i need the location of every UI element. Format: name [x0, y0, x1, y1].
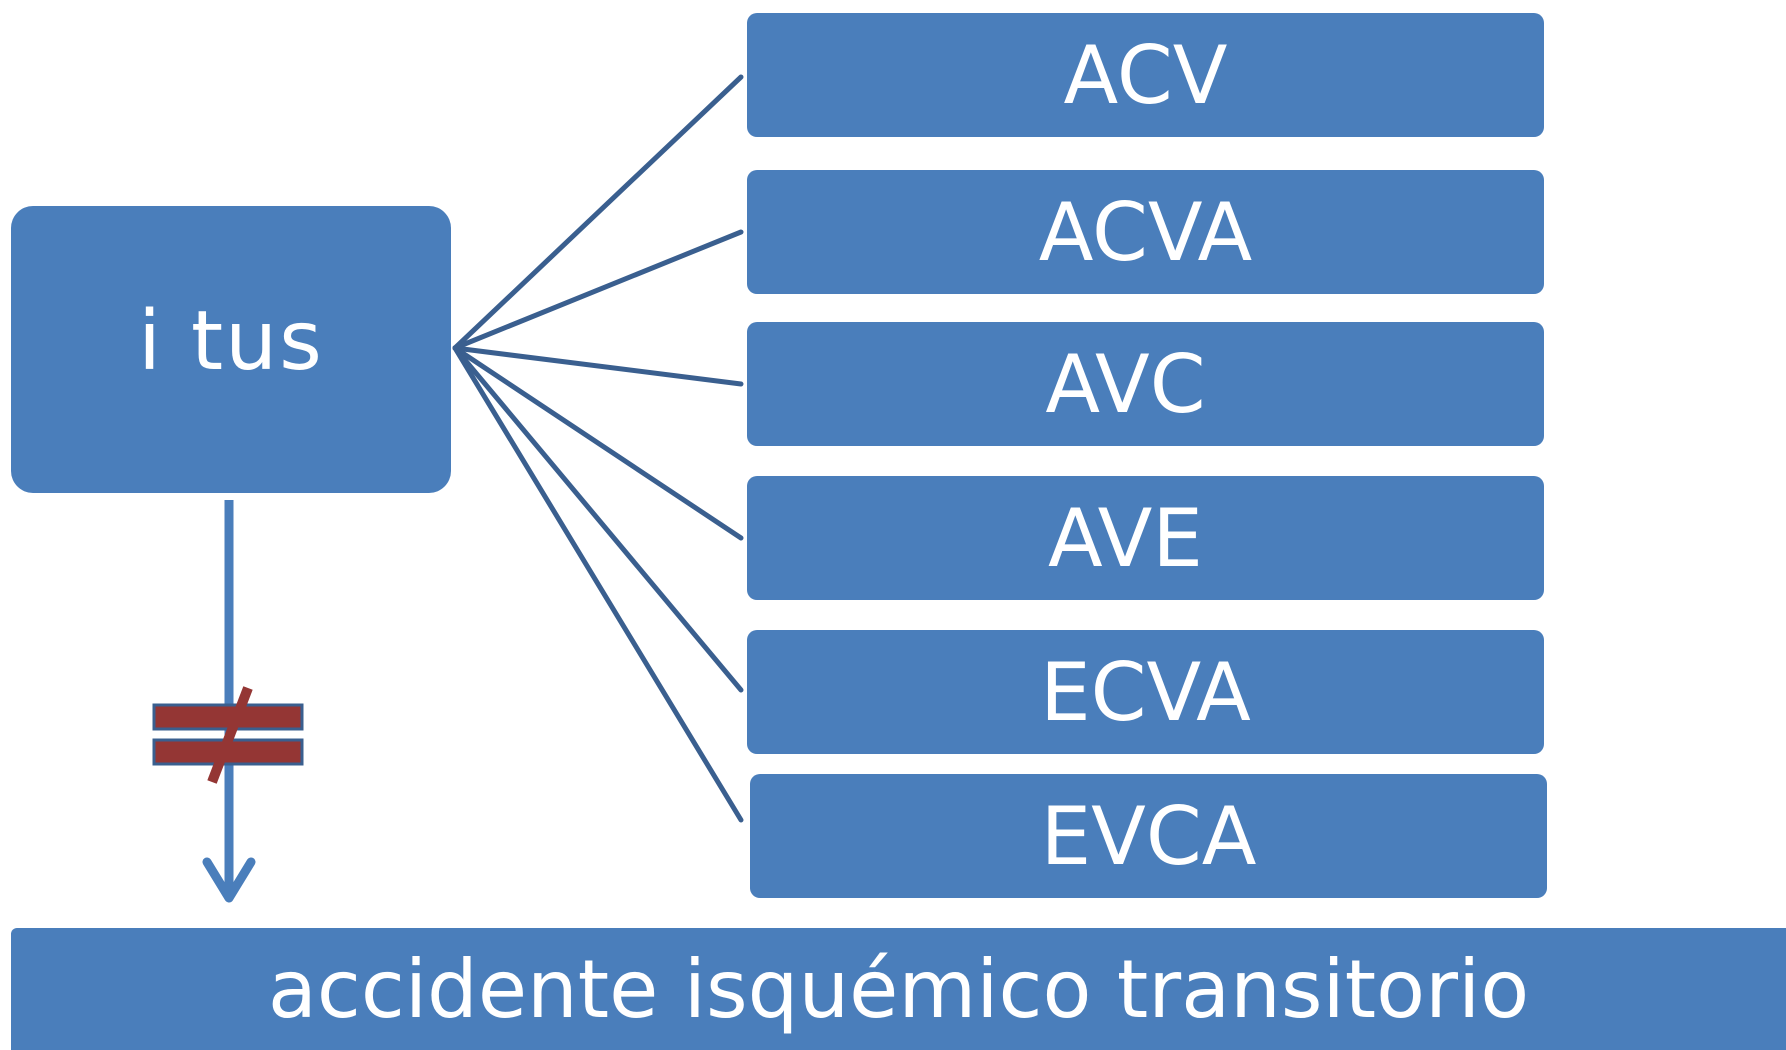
source-term-box: i tus [11, 206, 451, 493]
synonym-box-acv: ACV [747, 13, 1544, 137]
synonym-box-avc: AVC [747, 322, 1544, 446]
fan-connector-lines [452, 74, 744, 823]
synonym-label: AVE [1048, 491, 1203, 585]
not-equal-bar-top [152, 703, 304, 731]
connector-line-1 [452, 74, 744, 351]
synonym-label: ACV [1063, 28, 1228, 122]
connector-line-6 [452, 345, 744, 823]
synonym-box-acva: ACVA [747, 170, 1544, 294]
synonym-label: ECVA [1040, 645, 1251, 739]
synonym-box-ave: AVE [747, 476, 1544, 600]
synonym-label: AVC [1045, 337, 1206, 431]
synonym-label: ACVA [1038, 185, 1253, 279]
connector-line-4 [452, 345, 744, 541]
not-equal-slash [207, 686, 253, 784]
connector-line-2 [452, 229, 744, 351]
target-term-box: accidente isquémico transitorio [11, 928, 1786, 1050]
synonym-box-ecva: ECVA [747, 630, 1544, 754]
synonym-box-evca: EVCA [750, 774, 1547, 898]
connector-line-5 [452, 345, 744, 693]
source-term-label: i tus [138, 294, 324, 389]
target-term-label: accidente isquémico transitorio [267, 942, 1530, 1036]
not-equal-icon [152, 686, 304, 784]
synonym-label: EVCA [1040, 789, 1257, 883]
down-arrow [202, 500, 256, 903]
down-arrow-head [202, 857, 256, 903]
connector-line-3 [452, 345, 744, 387]
